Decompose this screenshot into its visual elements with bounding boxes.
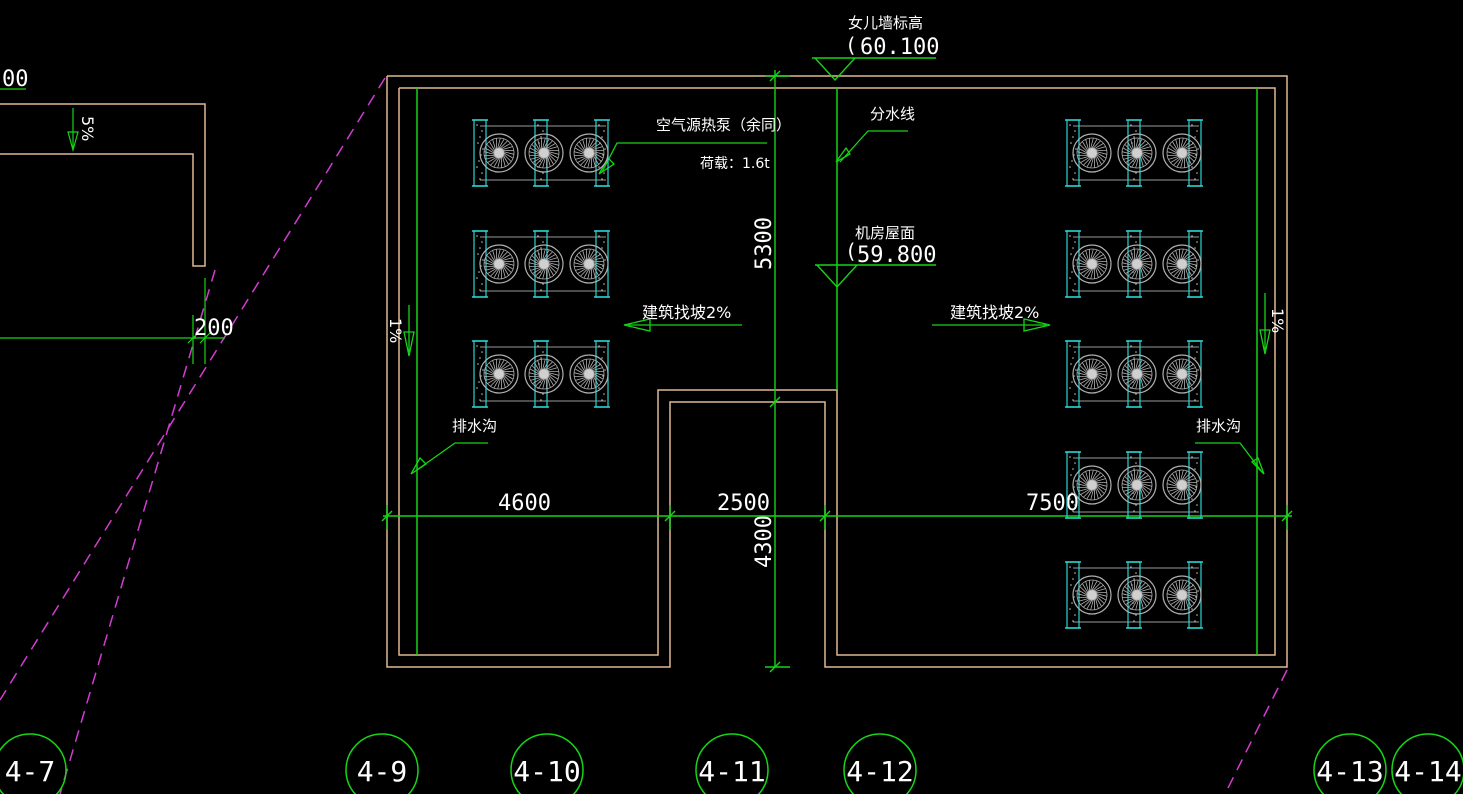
grid-axis-4-10: 4-10	[510, 733, 584, 794]
fan-icon	[569, 354, 609, 394]
leaders	[410, 130, 1265, 475]
heat-pump-label: 空气源热泵（余同）	[656, 116, 791, 134]
fan-icon	[1117, 133, 1157, 173]
parapet-elevation-symbol	[812, 57, 936, 82]
fan-icon	[1072, 244, 1112, 284]
heat-pump-units-right	[1065, 119, 1203, 629]
heat-pump-unit-7	[1065, 451, 1203, 519]
room-roof-title: 机房屋面	[855, 224, 915, 242]
dim-2500: 2500	[717, 491, 770, 516]
slope-label-left: 建筑找坡2%	[642, 303, 731, 322]
room-paren: (	[845, 239, 857, 263]
fan-icon	[479, 133, 519, 173]
left-elev-fragment: 00	[2, 67, 29, 92]
fan-icon	[1162, 465, 1202, 505]
parapet-elevation: 60.100	[860, 35, 939, 60]
grid-axis-label: 4-9	[357, 755, 408, 788]
grid-axis-4-12: 4-12	[843, 733, 917, 794]
grid-axis-label: 4-11	[698, 755, 765, 788]
dim-200: 200	[194, 316, 234, 341]
fan-icon	[569, 133, 609, 173]
dim-4600: 4600	[498, 491, 551, 516]
left-building-outline	[0, 103, 206, 267]
fan-icon	[569, 244, 609, 284]
fan-icon	[1072, 354, 1112, 394]
divide-line-label: 分水线	[870, 105, 915, 123]
load-label: 荷载：1.6t	[700, 156, 770, 172]
fan-icon	[1117, 575, 1157, 615]
fan-icon	[1117, 244, 1157, 284]
fan-icon	[1072, 575, 1112, 615]
fan-icon	[524, 354, 564, 394]
fan-icon	[1072, 133, 1112, 173]
drain-label-left: 排水沟	[452, 417, 497, 435]
fan-icon	[1072, 465, 1112, 505]
grid-axis-label: 4-13	[1316, 755, 1383, 788]
grid-axis-4-9: 4-9	[345, 733, 419, 794]
heat-pump-units-left	[472, 119, 610, 408]
parapet-title: 女儿墙标高	[848, 14, 923, 32]
heat-pump-unit-5	[1065, 230, 1203, 298]
pct-right: 1%	[1268, 308, 1287, 333]
left-fragment-dims	[0, 88, 225, 364]
slope-lines	[0, 77, 1288, 794]
heat-pump-unit-4	[1065, 119, 1203, 187]
fan-icon	[524, 244, 564, 284]
drain-gutters	[416, 88, 1258, 655]
grid-axis-4-11: 4-11	[695, 733, 769, 794]
room-elevation-symbol	[815, 264, 936, 289]
fan-icon	[1162, 354, 1202, 394]
fan-icon	[1162, 133, 1202, 173]
heat-pump-unit-3	[472, 340, 610, 408]
vertical-dimension	[765, 70, 790, 673]
grid-axis-bubbles: 4-7 4-9 4-10 4-11 4-12 4-13 4-14	[0, 733, 1463, 794]
left-pct-top: 5%	[78, 116, 97, 141]
fan-icon	[479, 244, 519, 284]
fan-icon	[1162, 244, 1202, 284]
pct-left: 1%	[386, 318, 405, 343]
grid-axis-label: 4-14	[1394, 755, 1461, 788]
fan-icon	[1117, 354, 1157, 394]
grid-axis-label: 4-10	[513, 755, 580, 788]
grid-axis-4-13: 4-13	[1313, 733, 1387, 794]
slope-label-right: 建筑找坡2%	[950, 303, 1039, 322]
fan-icon	[524, 133, 564, 173]
heat-pump-unit-8	[1065, 561, 1203, 629]
fan-icon	[479, 354, 519, 394]
dim-7500: 7500	[1026, 491, 1079, 516]
drain-label-right: 排水沟	[1196, 417, 1241, 435]
grid-axis-4-7: 4-7	[0, 733, 67, 794]
dim-5300: 5300	[752, 217, 777, 270]
room-elevation: 59.800	[857, 243, 936, 268]
grid-axis-4-14: 4-14	[1391, 733, 1463, 794]
heat-pump-unit-1	[472, 119, 610, 187]
grid-axis-label: 4-12	[846, 755, 913, 788]
heat-pump-unit-2	[472, 230, 610, 298]
parapet-paren: (	[845, 33, 857, 57]
dim-4300: 4300	[752, 515, 777, 568]
grid-axis-label: 4-7	[5, 755, 56, 788]
fan-icon	[1117, 465, 1157, 505]
heat-pump-unit-6	[1065, 340, 1203, 408]
slope-arrows	[403, 293, 1271, 357]
fan-icon	[1162, 575, 1202, 615]
